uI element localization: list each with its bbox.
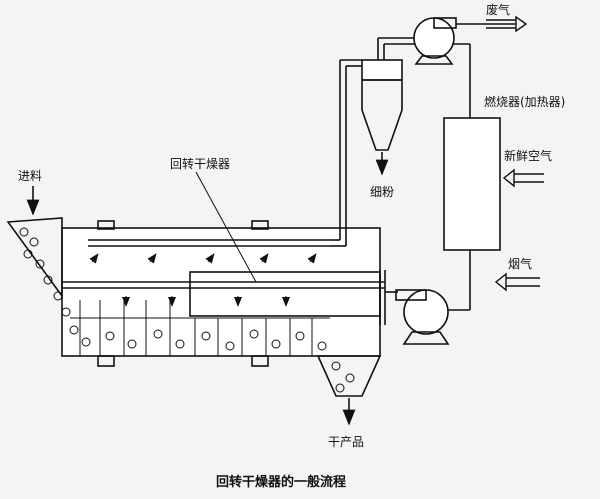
exhaust-label: 废气 (486, 2, 510, 17)
exhaust-fan (413, 17, 457, 65)
fresh-air-arrow-tip (502, 168, 515, 188)
cyclone-to-fan-duct (377, 37, 418, 60)
circulation-fan (395, 289, 450, 345)
dryer-to-cyclone-duct (330, 59, 362, 247)
feed-label: 进料 (18, 169, 42, 183)
flue-gas-label: 烟气 (508, 256, 532, 271)
inner-flow-arrows (89, 253, 317, 307)
exhaust-arrow-head (486, 19, 516, 29)
fine-powder-label: 细粉 (370, 185, 394, 199)
flue-gas-arrow (506, 277, 540, 287)
product-label: 干产品 (328, 435, 364, 449)
burner-label: 燃烧器(加热器) (484, 94, 565, 109)
dryer-pointer (195, 171, 257, 283)
material-particles (19, 227, 355, 393)
diagram-caption: 回转干燥器的一般流程 (216, 474, 346, 490)
flue-gas-arrow-tip (494, 272, 507, 292)
discharge-hopper (316, 355, 382, 426)
exhaust-arrow-tip (515, 15, 528, 33)
dryer-body (61, 220, 386, 367)
dryer-paddles (79, 300, 313, 356)
fresh-air-label: 新鲜空气 (504, 148, 552, 163)
dryer-label: 回转干燥器 (170, 156, 230, 171)
feed-hopper (6, 217, 63, 299)
cyclone (361, 59, 403, 176)
burner-box (443, 117, 501, 251)
fresh-air-arrow (514, 173, 544, 183)
